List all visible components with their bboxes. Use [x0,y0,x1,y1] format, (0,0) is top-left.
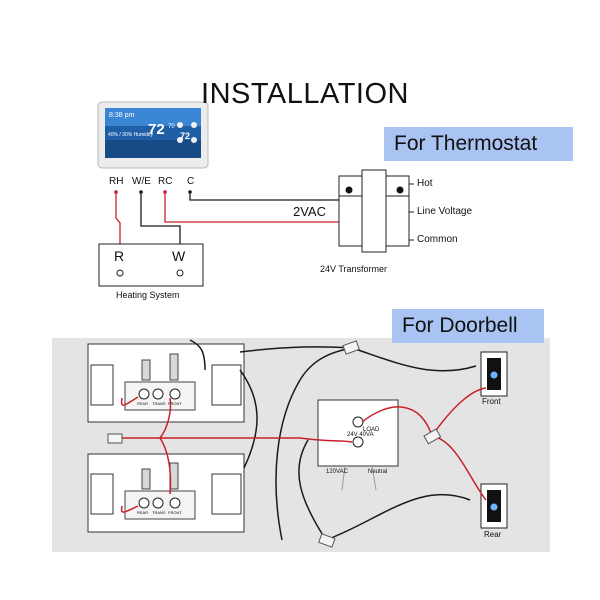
thermostat-transformer [338,169,414,253]
transformer-secondary-label: 2VAC [293,204,326,219]
doorbell-transformer-rating: 24V 40VA [347,432,374,438]
page-title: INSTALLATION [201,78,409,110]
terminal-label-rc: RC [158,176,173,187]
wire-rh [115,192,121,244]
chime-top-label-rear: REAR [137,401,149,406]
thermostat-temp-main: 72 [148,121,165,138]
rear-button-label: Rear [484,530,502,539]
doorbell-transformer-input: 120VAC [326,469,348,475]
front-button [480,351,508,397]
thermostat-device [97,101,209,169]
wire-c [189,192,339,201]
heating-terminal-w-dot [176,269,184,277]
thermostat-humidity: 40% / 30% Humidity [108,132,154,138]
wire-we [140,192,181,244]
chime-bottom-label-rear: REAR [137,510,149,515]
heating-terminal-r: R [114,248,125,264]
thermostat-wiring [114,190,339,244]
heating-system-label: Heating System [116,290,180,300]
terminal-label-c: C [187,176,195,187]
doorbell-transformer-neutral: Neutral [368,469,388,475]
rear-button [480,483,508,529]
chime-top-label-trans: TRANS [152,401,166,406]
terminal-label-rh: RH [109,176,124,187]
transformer-line-voltage-label: Line Voltage [417,206,473,217]
thermostat-section-tag: For Thermostat [384,127,573,161]
heating-system-box [98,243,204,287]
thermostat-temp-side-bottom: 72 [180,131,191,141]
chime-bottom-label-front: FRONT [168,510,182,515]
thermostat-time: 8:38 pm [109,112,135,119]
chime-unit-top [87,343,245,423]
doorbell-section-tag: For Doorbell [392,309,544,343]
transformer-label: 24V Transformer [320,264,388,274]
transformer-common-label: Common [417,234,458,245]
chime-top-label-front: FRONT [168,401,182,406]
heating-terminal-r-dot [116,269,124,277]
doorbell-wiring [107,339,487,548]
doorbell-transformer-load: LOAD [363,427,380,433]
front-button-label: Front [482,397,501,406]
transformer-hot-label: Hot [417,178,433,189]
wire-rc [164,192,339,223]
doorbell-transformer [317,399,399,467]
terminal-label-we: W/E [132,176,151,187]
chime-bottom-label-trans: TRANS [152,510,166,515]
thermostat-temp-side-top: 70 [168,124,175,130]
heating-terminal-w: W [172,248,186,264]
chime-unit-bottom [87,453,245,533]
